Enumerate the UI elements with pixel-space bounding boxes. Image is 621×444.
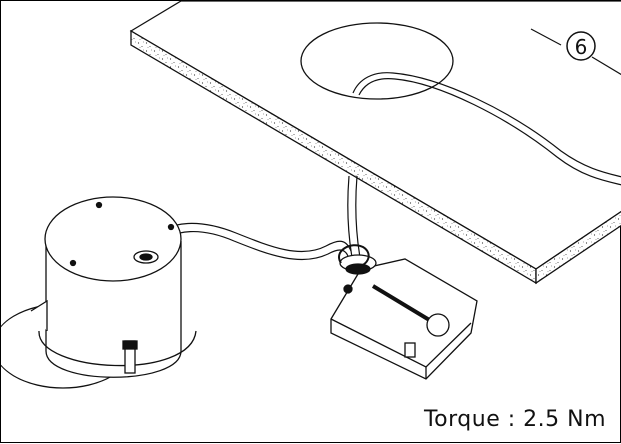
cable <box>150 72 621 264</box>
step-marker: 6 <box>530 28 621 76</box>
ceiling-board <box>129 1 621 285</box>
step-number: 6 <box>575 35 588 59</box>
ceiling-hole <box>300 22 454 100</box>
speaker-can <box>1 196 197 389</box>
torque-label: Torque : 2.5 Nm <box>423 407 606 432</box>
connector-box <box>330 244 478 380</box>
